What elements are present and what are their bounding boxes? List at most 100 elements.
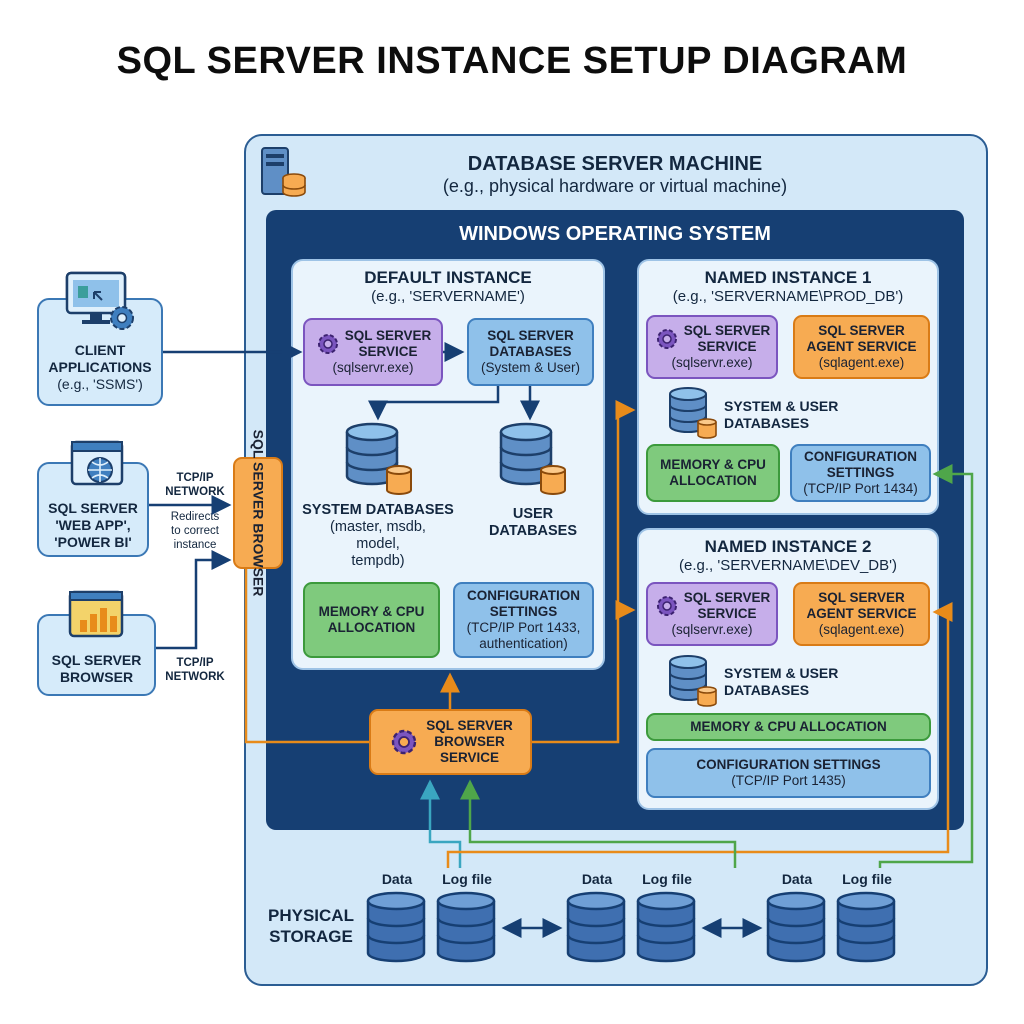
system-databases-line4: tempdb) [351,553,405,569]
gear-icon [315,331,341,357]
storage-log-label-3: Log file [842,871,892,887]
redirect-line3: instance [173,539,217,551]
named-instance-1-title: NAMED INSTANCE 1 [704,268,872,287]
ni1-agent-line1: SQL SERVER [818,323,905,338]
default-config-line2: SETTINGS [489,604,558,619]
browser-vertical-label: SQL SERVER BROWSER [250,429,266,597]
storage-log-label-1: Log file [442,871,492,887]
ni2-dbs-label: SYSTEM & USER DATABASES [724,665,884,699]
default-configuration-settings[interactable]: CONFIGURATION SETTINGS (TCP/IP Port 1433… [453,582,594,658]
ni1-dbs-label: SYSTEM & USER DATABASES [724,398,884,432]
bar-chart-icon [68,590,124,640]
sql-server-browser-vertical[interactable]: SQL SERVER BROWSER [233,430,283,596]
sql-server-browser-service[interactable]: SQL SERVER BROWSER SERVICE [369,709,532,775]
ni2-sql-server-service[interactable]: SQL SERVER SERVICE (sqlservr.exe) [646,582,778,646]
ni2-agent-line1: SQL SERVER [818,590,905,605]
client-apps-line1: CLIENT [74,342,126,358]
ni1-service-line2: SERVICE [697,339,757,354]
user-databases-line2: DATABASES [488,523,578,539]
gear-icon [654,326,680,352]
ni1-sql-server-service[interactable]: SQL SERVER SERVICE (sqlservr.exe) [646,315,778,379]
default-instance-title: DEFAULT INSTANCE [364,268,532,287]
gear-icon [388,726,420,758]
ni2-service-line1: SQL SERVER [683,590,771,605]
storage-line2: STORAGE [269,927,353,946]
ni1-config-line1: CONFIGURATION [804,449,917,464]
tcp1-line2: NETWORK [165,486,225,498]
ni1-sql-server-agent[interactable]: SQL SERVER AGENT SERVICE (sqlagent.exe) [793,315,930,379]
system-databases-icon [343,422,413,498]
default-service-line3: (sqlservr.exe) [332,360,414,375]
web-app-line1: SQL SERVER [48,500,138,516]
client-apps-line3: (e.g., 'SSMS') [57,376,143,392]
ni2-memory-cpu[interactable]: MEMORY & CPU ALLOCATION [646,713,931,741]
tcp2-line1: TCP/IP [176,657,214,669]
machine-subtitle: (e.g., physical hardware or virtual mach… [442,176,788,196]
browser-service-line3: SERVICE [439,750,500,765]
ni1-service-line1: SQL SERVER [683,323,771,338]
named-instance-2-title: NAMED INSTANCE 2 [704,537,872,556]
default-service-line1: SQL SERVER [344,328,432,343]
user-databases-icon [497,422,567,498]
ni2-database-icon [667,654,717,708]
redirect-label: Redirects to correct instance [160,510,230,552]
system-databases-line1: SYSTEM DATABASES [302,502,454,518]
ni1-agent-line2: AGENT SERVICE [806,339,917,354]
browser-client-line1: SQL SERVER [51,652,142,668]
redirect-line1: Redirects [170,511,220,523]
ni2-dbs-line1: SYSTEM & USER [724,665,839,681]
ni1-memory-line2: ALLOCATION [669,473,757,488]
physical-storage-label: PHYSICAL STORAGE [256,905,366,947]
system-databases-line2: (master, msdb, [330,519,426,535]
default-memory-cpu[interactable]: MEMORY & CPU ALLOCATION [303,582,440,658]
user-databases-label: USER DATABASES [478,506,588,540]
browser-service-line1: SQL SERVER [426,718,513,733]
tcp1-line1: TCP/IP [176,472,214,484]
ni1-dbs-line2: DATABASES [724,415,810,431]
ni1-configuration-settings[interactable]: CONFIGURATION SETTINGS (TCP/IP Port 1434… [790,444,931,502]
browser-client-line2: BROWSER [59,669,134,685]
default-service-line2: SERVICE [358,344,418,359]
os-title: WINDOWS OPERATING SYSTEM [459,223,771,245]
ni1-config-line3: (TCP/IP Port 1434) [803,481,918,496]
default-sql-server-service[interactable]: SQL SERVER SERVICE (sqlservr.exe) [303,318,443,386]
ni1-agent-line3: (sqlagent.exe) [818,355,905,370]
tcp-ip-network-label-2: TCP/IP NETWORK [160,656,230,684]
ni2-sql-server-agent[interactable]: SQL SERVER AGENT SERVICE (sqlagent.exe) [793,582,930,646]
named-instance-1-subtitle: (e.g., 'SERVERNAME\PROD_DB') [672,288,904,305]
default-sql-server-databases[interactable]: SQL SERVER DATABASES (System & User) [467,318,594,386]
ni2-configuration-settings[interactable]: CONFIGURATION SETTINGS (TCP/IP Port 1435… [646,748,931,798]
gear-icon [654,593,680,619]
default-memory-line1: MEMORY & CPU [318,604,425,619]
ni1-dbs-line1: SYSTEM & USER [724,398,839,414]
storage-data-label-3: Data [781,871,813,887]
default-databases-line2: DATABASES [489,344,572,359]
named-instance-2-subtitle: (e.g., 'SERVERNAME\DEV_DB') [678,557,897,574]
ni2-dbs-line2: DATABASES [724,682,810,698]
ni2-config-line1: CONFIGURATION SETTINGS [696,757,881,772]
default-config-line4: authentication) [479,636,568,651]
diagram-title: SQL SERVER INSTANCE SETUP DIAGRAM [116,40,908,82]
browser-service-line2: BROWSER [434,734,505,749]
default-databases-line1: SQL SERVER [487,328,574,343]
ni1-service-line3: (sqlservr.exe) [671,355,753,370]
ni2-memory-label: MEMORY & CPU ALLOCATION [690,719,887,734]
default-config-line3: (TCP/IP Port 1433, [466,620,581,635]
machine-title: DATABASE SERVER MACHINE [467,153,763,175]
web-app-line2: 'WEB APP', [55,517,131,533]
system-databases-line3: model, [356,536,400,552]
default-config-line1: CONFIGURATION [467,588,580,603]
tcp2-line2: NETWORK [165,671,225,683]
redirect-line2: to correct [171,525,219,537]
web-app-line3: 'POWER BI' [54,534,132,550]
ni2-agent-line2: AGENT SERVICE [806,606,917,621]
default-databases-line3: (System & User) [480,360,580,375]
browserclient-to-browser-arrow [156,550,232,650]
user-databases-line1: USER [512,506,554,522]
ni1-memory-cpu[interactable]: MEMORY & CPU ALLOCATION [646,444,780,502]
default-instance-subtitle: (e.g., 'SERVERNAME') [371,288,525,305]
ni1-database-icon [667,386,717,440]
ni2-agent-line3: (sqlagent.exe) [818,622,905,637]
ni2-config-line2: (TCP/IP Port 1435) [731,773,846,788]
tcp-ip-network-label-1: TCP/IP NETWORK [160,471,230,499]
